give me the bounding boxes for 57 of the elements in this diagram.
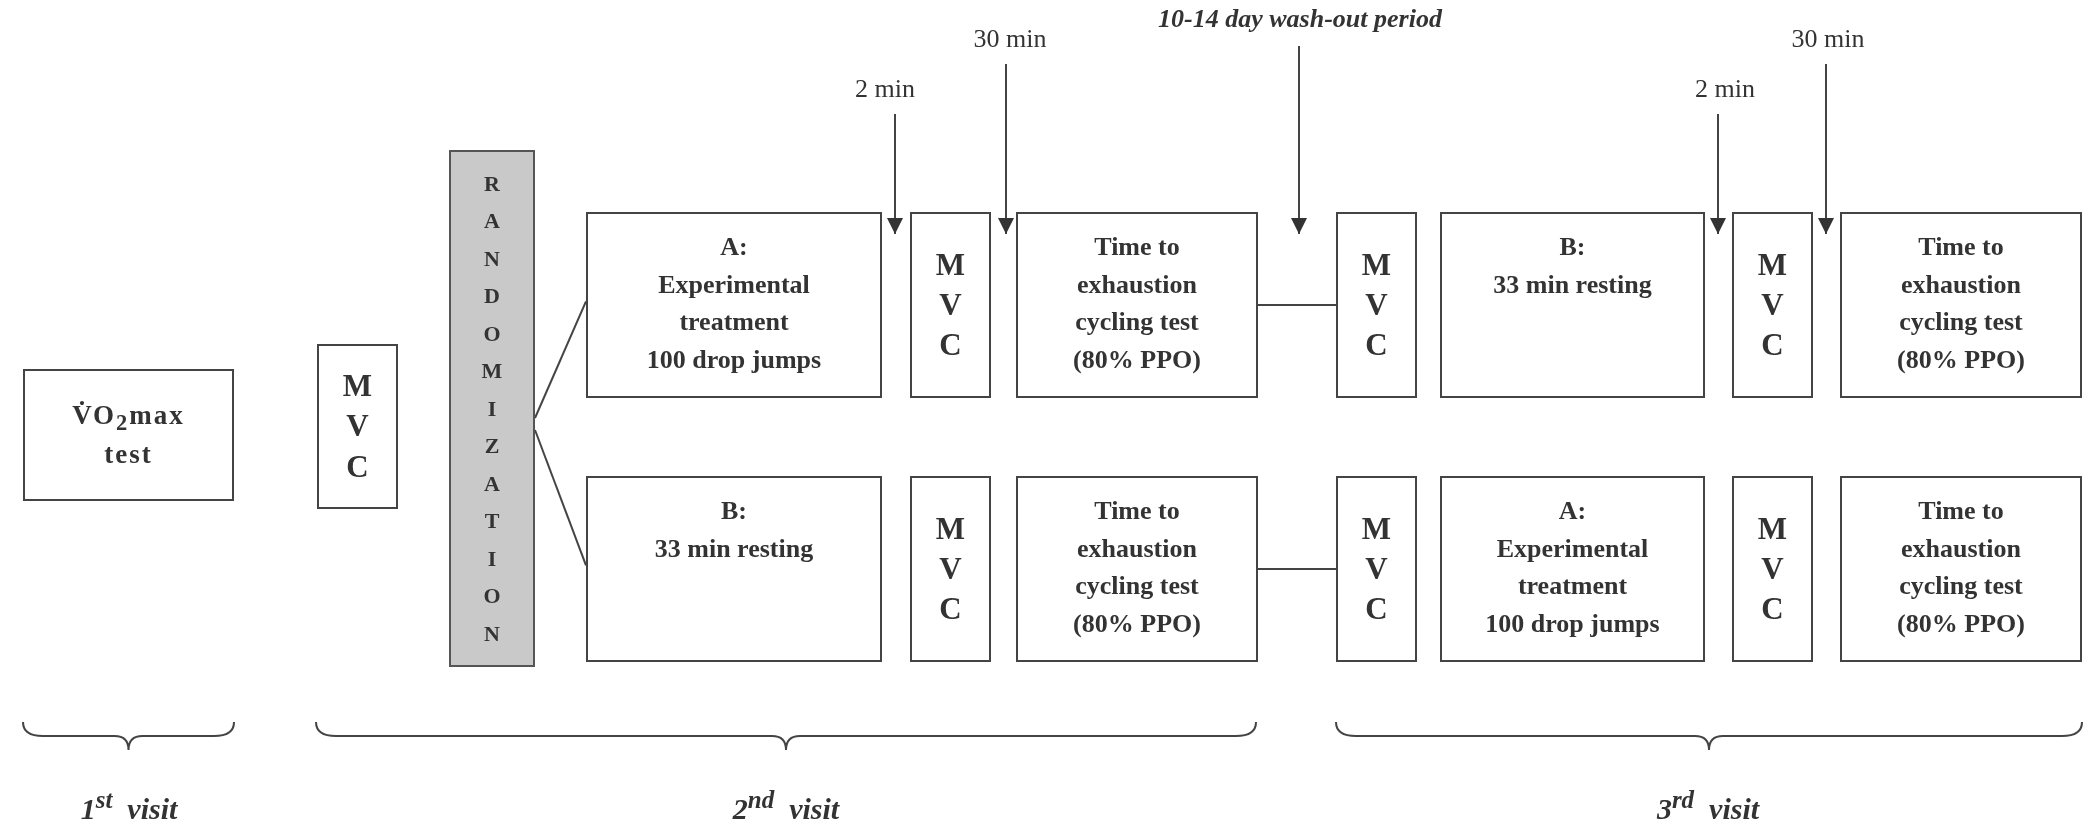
test-box — [1840, 212, 2082, 398]
measurement-box — [910, 476, 991, 662]
measurement-box — [1732, 476, 1813, 662]
box-text: MVC — [935, 245, 966, 365]
measurement-box — [317, 344, 398, 509]
box-text: 33 min resting — [1493, 268, 1652, 301]
arrow — [1710, 113, 1726, 235]
box-text: Time to exhaustion cycling test (80% PPO) — [1896, 495, 2026, 641]
box-text: Experimental treatment — [657, 268, 811, 339]
box-text: A: — [1558, 495, 1587, 527]
time-label: 30 min — [973, 24, 1047, 54]
box-text: V̇O$_{2}$max test — [71, 398, 186, 472]
measurement-box — [910, 212, 991, 398]
box-text: Time to exhaustion cycling test (80% PPO) — [1072, 495, 1202, 641]
arrow — [998, 63, 1014, 235]
treatment-box — [586, 212, 882, 398]
randomization-bar — [449, 150, 535, 667]
connector-line — [1257, 568, 1337, 570]
box-text: 100 drop jumps — [646, 344, 822, 377]
box-text: 100 drop jumps — [1485, 608, 1660, 641]
test-box — [1016, 212, 1258, 398]
measurement-box — [1732, 212, 1813, 398]
box-text: MVC — [1757, 509, 1788, 629]
box-text: RANDOMIZATION — [481, 169, 503, 648]
measurement-box — [1336, 212, 1417, 398]
period-label: 10-14 day wash-out period — [1158, 4, 1442, 34]
box-text: MVC — [342, 367, 373, 486]
box-text: MVC — [935, 509, 966, 629]
measurement-box — [1336, 476, 1417, 662]
treatment-box — [1440, 476, 1705, 662]
box-text: Time to exhaustion cycling test (80% PPO) — [1072, 231, 1202, 377]
connector-line — [1257, 304, 1337, 306]
test-box — [23, 369, 234, 501]
time-label: 2 min — [855, 74, 915, 104]
time-label: 2 min — [1695, 74, 1755, 104]
box-text: A: — [720, 231, 748, 263]
test-box — [1840, 476, 2082, 662]
box-text: Time to exhaustion cycling test (80% PPO) — [1896, 231, 2026, 377]
box-text: B: — [721, 495, 747, 527]
arrow — [1818, 63, 1834, 235]
connector-line — [534, 300, 587, 419]
treatment-box — [1440, 212, 1705, 398]
box-text: B: — [1559, 231, 1586, 263]
box-text: MVC — [1361, 245, 1392, 365]
box-text: MVC — [1361, 509, 1392, 629]
box-text: 33 min resting — [654, 532, 814, 565]
box-text: Experimental treatment — [1495, 532, 1650, 603]
visit-label: 1$^{st}$ visit — [80, 786, 178, 826]
arrow — [887, 113, 903, 235]
arrow — [1291, 45, 1307, 235]
test-box — [1016, 476, 1258, 662]
connector-line — [534, 429, 587, 567]
visit-label: 3$^{rd}$ visit — [1656, 786, 1760, 826]
time-label: 30 min — [1791, 24, 1865, 54]
visit-label: 2$^{nd}$ visit — [732, 786, 840, 826]
treatment-box — [586, 476, 882, 662]
box-text: MVC — [1757, 245, 1788, 365]
